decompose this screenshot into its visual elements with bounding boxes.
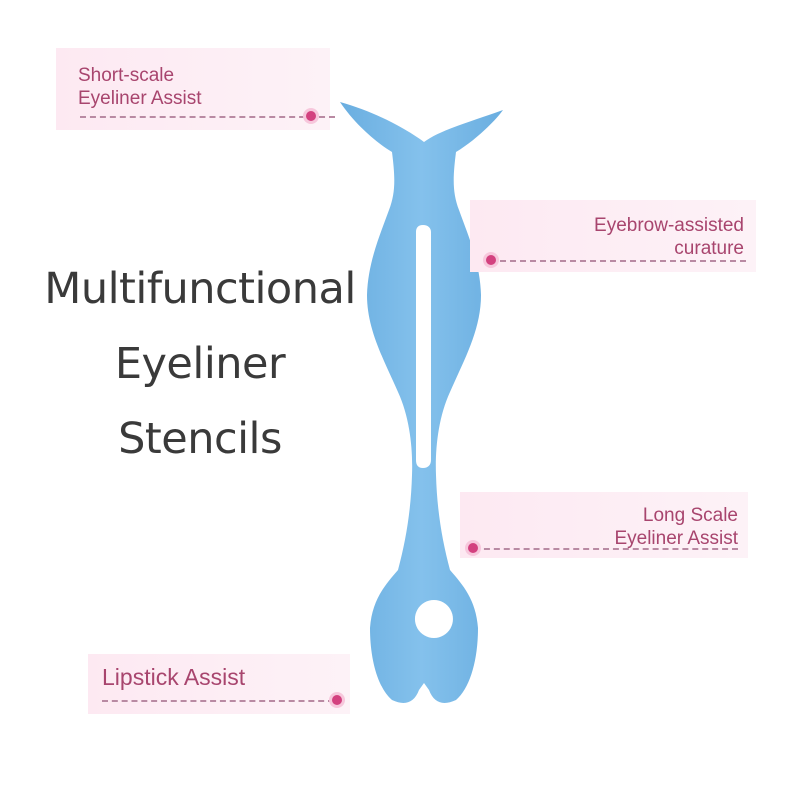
headline: Multifunctional Eyeliner Stencils — [20, 252, 380, 477]
leader-line — [102, 700, 334, 702]
callout-text: Long Scale Eyeliner Assist — [614, 504, 738, 550]
callout-text: Eyebrow-assisted curature — [594, 214, 744, 260]
callout-text: Short-scale Eyeliner Assist — [78, 64, 202, 110]
pointer-dot-icon — [332, 695, 342, 705]
callout-line-2: Eyeliner Assist — [614, 528, 738, 549]
callout-long-scale: Long Scale Eyeliner Assist — [460, 492, 748, 558]
stencil-body — [340, 102, 503, 703]
leader-line — [80, 116, 335, 118]
pointer-dot-icon — [468, 543, 478, 553]
callout-lipstick: Lipstick Assist — [88, 654, 350, 714]
callout-eyebrow: Eyebrow-assisted curature — [470, 200, 756, 272]
callout-text: Lipstick Assist — [102, 664, 246, 690]
headline-line-1: Multifunctional — [44, 264, 356, 314]
leader-line — [474, 548, 738, 550]
callout-line-1: Long Scale — [642, 505, 738, 526]
callout-line-2: curature — [674, 238, 744, 259]
callout-line-1: Eyebrow-assisted — [594, 215, 744, 236]
headline-line-3: Stencils — [118, 414, 282, 464]
leader-line — [490, 260, 746, 262]
callout-line-2: Eyeliner Assist — [78, 88, 202, 109]
callout-short-scale: Short-scale Eyeliner Assist — [56, 48, 335, 130]
pointer-dot-icon — [306, 111, 316, 121]
callout-line-1: Short-scale — [78, 65, 175, 86]
pointer-dot-icon — [486, 255, 496, 265]
headline-line-2: Eyeliner — [114, 339, 286, 389]
